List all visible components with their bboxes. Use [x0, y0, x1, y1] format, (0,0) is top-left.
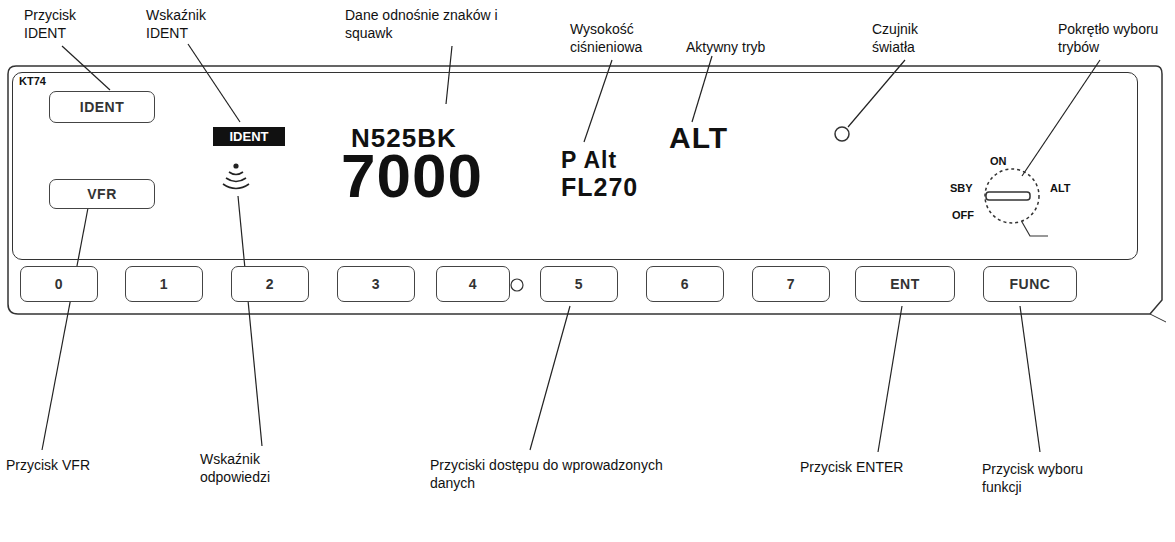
callout-label: Przycisk IDENT: [24, 6, 114, 42]
knob-slot: [986, 192, 1030, 200]
enter-button: ENT: [855, 266, 955, 302]
model-label: KT74: [19, 75, 46, 87]
button-text: VFR: [87, 186, 117, 202]
button-text: ENT: [890, 276, 920, 292]
callout-label: Przyciski dostępu do wprowadzonych danyc…: [430, 456, 680, 492]
callout-label: Pokrętło wyboru trybów: [1058, 20, 1168, 56]
lcd-display: N525BK7000P AltFL270ALTIDENT: [206, 123, 798, 268]
digit-key: 2: [231, 266, 309, 302]
flight-level: FL270: [561, 175, 638, 200]
digit-key: 6: [646, 266, 724, 302]
button-text: FUNC: [1010, 276, 1051, 292]
callout-label: Przycisk wyboru funkcji: [982, 460, 1102, 496]
knob-position-label: SBY: [950, 181, 980, 195]
knob-position-label: OFF: [952, 208, 980, 222]
knob-notch: [1022, 222, 1048, 236]
vfr-button: VFR: [49, 179, 155, 209]
ident-indicator: IDENT: [213, 127, 285, 146]
keypad-sensor: [511, 279, 523, 291]
digit-key: 4: [436, 266, 510, 302]
callout-label: Aktywny tryb: [686, 38, 806, 56]
knob-position-label: ON: [990, 154, 1014, 168]
reply-indicator: [223, 164, 249, 188]
front-panel: KT74IDENTN525BK7000P AltFL270ALTIDENTVFR: [12, 72, 1138, 260]
digit-key: 7: [752, 266, 830, 302]
button-text: 1: [160, 276, 168, 292]
squawk-code: 7000: [341, 145, 483, 207]
button-text: 6: [681, 276, 689, 292]
leader-lines: [42, 44, 1100, 452]
digit-key: 0: [20, 266, 98, 302]
light-sensor: [835, 127, 849, 141]
pressure-altitude-label: P Alt: [561, 149, 617, 172]
button-text: 0: [55, 276, 63, 292]
button-text: 3: [372, 276, 380, 292]
callout-label: Dane odnośnie znaków i squawk: [345, 6, 535, 42]
callout-label: Czujnik światła: [872, 20, 952, 56]
active-mode: ALT: [669, 123, 728, 153]
button-text: 5: [575, 276, 583, 292]
button-text: IDENT: [80, 99, 125, 115]
callout-label: Wysokość ciśnieniowa: [570, 20, 665, 56]
button-text: 7: [787, 276, 795, 292]
callout-label: Przycisk ENTER: [800, 458, 940, 476]
digit-key: 5: [540, 266, 618, 302]
indicator-text: IDENT: [230, 129, 269, 144]
button-text: 2: [266, 276, 274, 292]
ident-button: IDENT: [49, 91, 155, 123]
button-text: 4: [469, 276, 477, 292]
callout-label: Wskaźnik IDENT: [146, 6, 236, 42]
knob-position-label: ALT: [1050, 181, 1078, 195]
mode-knob: [985, 169, 1039, 223]
housing-bevel: [1150, 314, 1166, 322]
housing-outline: [8, 66, 1162, 314]
digit-key: 3: [337, 266, 415, 302]
function-button: FUNC: [983, 266, 1077, 302]
digit-key: 1: [125, 266, 203, 302]
callout-label: Przycisk VFR: [6, 456, 126, 474]
callout-label: Wskaźnik odpowiedzi: [200, 450, 300, 486]
